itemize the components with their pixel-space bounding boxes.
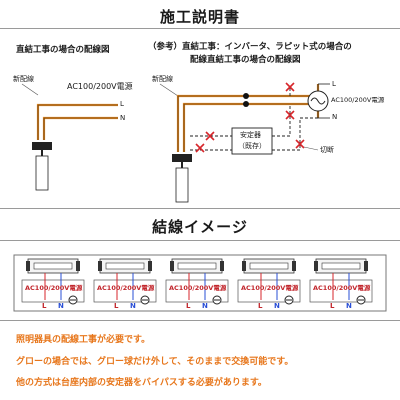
- right-power-label: AC100/200V電源: [331, 96, 385, 104]
- right-N-label: N: [332, 113, 338, 121]
- lamp-N-label-1: N: [58, 302, 64, 310]
- cut-label: 切断: [320, 146, 334, 154]
- right-diagram-heading-2: 配線直結工事の場合の配線図: [190, 55, 301, 65]
- lamp-endcap-left-3: [170, 261, 174, 271]
- divider-top: [0, 28, 400, 29]
- left-new-wire-leader: [21, 83, 39, 96]
- note-3: 他の方式は台座内部の安定器をバイパスする必要があります。: [16, 378, 267, 388]
- left-tube: [35, 155, 49, 191]
- ballast-box: [231, 127, 273, 155]
- lamp-endcap-right-4: [292, 261, 296, 271]
- lamp-power-label-4: AC100/200V電源: [241, 284, 299, 292]
- lamp-endcap-left-4: [242, 261, 246, 271]
- lamp-power-label-2: AC100/200V電源: [97, 284, 155, 292]
- cut-marks: [195, 82, 305, 153]
- lamp-L-label-1: L: [42, 302, 47, 310]
- lamp-power-label-1: AC100/200V電源: [25, 284, 83, 292]
- lamp-endcap-left-5: [314, 261, 318, 271]
- lamp-endcap-right-2: [148, 261, 152, 271]
- lamp-endcap-right-3: [220, 261, 224, 271]
- ballast-existing-label: （既存）: [238, 142, 266, 150]
- left-socket-base: [32, 142, 52, 150]
- lamp-power-box-3: [165, 279, 229, 303]
- lamp-tube-3: [177, 262, 217, 270]
- wiring-image-title: 結線イメージ: [152, 218, 248, 236]
- right-new-wire-label: 新配線: [152, 75, 173, 83]
- left-L-label: L: [120, 100, 124, 108]
- divider-lower: [0, 240, 400, 241]
- lamp-power-box-1: [21, 279, 85, 303]
- lamp-power-box-2: [93, 279, 157, 303]
- lamps-drawing: [21, 258, 373, 305]
- left-power-label: AC100/200V電源: [67, 82, 133, 91]
- lamp-power-label-5: AC100/200V電源: [313, 284, 371, 292]
- divider-middle: [0, 208, 400, 209]
- right-tube: [175, 167, 189, 203]
- right-socket-base: [172, 154, 192, 162]
- lamp-N-label-4: N: [274, 302, 280, 310]
- ballast-label: 安定器: [240, 131, 261, 139]
- lamp-L-label-2: L: [114, 302, 119, 310]
- right-L-label: L: [332, 80, 336, 88]
- lamp-endcap-left-2: [98, 261, 102, 271]
- lamp-tube-1: [33, 262, 73, 270]
- lamp-power-label-3: AC100/200V電源: [169, 284, 227, 292]
- lamp-L-label-5: L: [330, 302, 335, 310]
- construction-title: 施工説明書: [159, 8, 240, 26]
- note-2: グローの場合では、グロー球だけ外して、そのままで交換可能です。: [16, 357, 294, 367]
- left-diagram-heading: 直結工事の場合の配線図: [16, 45, 110, 55]
- left-wire-L: [36, 103, 118, 140]
- right-terminal-dot-bottom: [243, 101, 249, 107]
- right-new-wire-leader: [159, 83, 179, 97]
- lamp-power-box-5: [309, 279, 373, 303]
- right-terminal-dot-top: [243, 93, 249, 99]
- lamp-endcap-right-1: [76, 261, 80, 271]
- lamp-N-label-2: N: [130, 302, 136, 310]
- divider-bottom: [0, 320, 400, 321]
- lamp-tube-4: [249, 262, 289, 270]
- left-N-label: N: [120, 114, 126, 122]
- right-diagram-heading-1: （参考）直結工事：インバータ、ラピット式の場合の: [148, 42, 352, 52]
- left-wire-N: [42, 116, 118, 140]
- lamp-N-label-5: N: [346, 302, 352, 310]
- lamp-tube-5: [321, 262, 361, 270]
- lamp-L-label-4: L: [258, 302, 263, 310]
- note-1: 照明器具の配線工事が必要です。: [16, 335, 151, 345]
- lamp-endcap-right-5: [364, 261, 368, 271]
- lamp-tube-2: [105, 262, 145, 270]
- lamp-endcap-left-1: [26, 261, 30, 271]
- lamp-N-label-3: N: [202, 302, 208, 310]
- left-new-wire-label: 新配線: [13, 75, 34, 83]
- lamp-L-label-3: L: [186, 302, 191, 310]
- lamp-power-box-4: [237, 279, 301, 303]
- cut-leader: [303, 146, 319, 151]
